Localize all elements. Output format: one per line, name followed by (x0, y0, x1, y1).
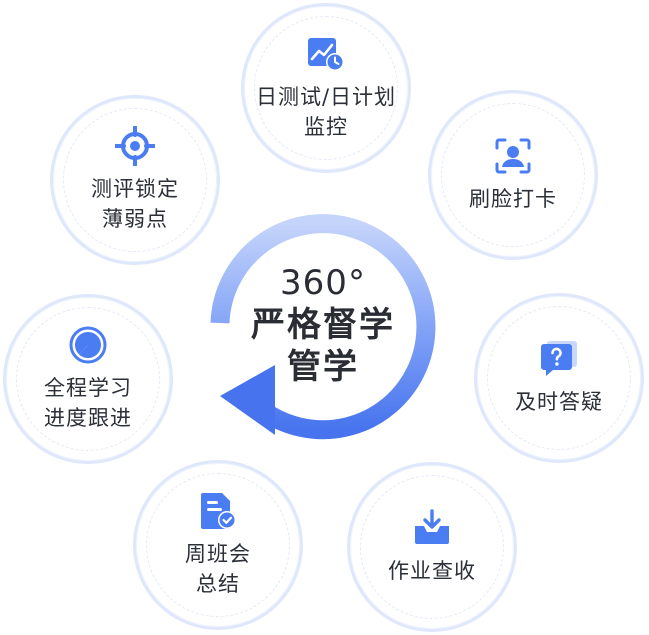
node-progress-label-2: 进度跟进 (44, 406, 132, 430)
cycle-arc (210, 214, 436, 440)
node-daily-plan: 日测试/日计划 监控 (241, 3, 411, 173)
node-qa: 及时答疑 (474, 293, 644, 463)
center-line-2: 严格督学 (251, 305, 395, 345)
center-line-1: 360° (280, 263, 366, 303)
node-face-checkin-label: 刷脸打卡 (469, 187, 557, 211)
node-daily-plan-label-1: 日测试/日计划 (255, 85, 397, 109)
document-check-icon (201, 493, 236, 529)
node-progress-label-1: 全程学习 (44, 376, 132, 400)
center-title: 360° 严格督学 管学 (203, 262, 443, 388)
cycle-arrow-graphic (210, 214, 436, 440)
node-homework-label: 作业查收 (388, 559, 476, 583)
node-daily-plan-label-2: 监控 (304, 115, 348, 139)
node-face-checkin: 刷脸打卡 (428, 90, 598, 260)
question-bubble-icon (541, 341, 577, 376)
node-homework: 作业查收 (347, 462, 517, 632)
node-weekly-label-1: 周班会 (185, 542, 251, 566)
node-qa-label: 及时答疑 (515, 390, 603, 414)
node-assessment-label-1: 测评锁定 (91, 177, 179, 201)
node-weekly: 周班会 总结 (133, 460, 303, 630)
node-assessment: 测评锁定 薄弱点 (50, 95, 220, 265)
chart-clock-icon (308, 38, 344, 71)
face-scan-icon (495, 138, 531, 174)
node-progress: 全程学习 进度跟进 (3, 294, 173, 464)
cycle-arrowhead (220, 365, 275, 435)
target-icon (115, 126, 155, 166)
download-tray-icon (415, 509, 449, 544)
node-weekly-label-2: 总结 (196, 572, 240, 596)
pie-progress-icon (69, 326, 107, 364)
node-assessment-label-2: 薄弱点 (102, 207, 168, 231)
center-line-3: 管学 (287, 347, 359, 387)
